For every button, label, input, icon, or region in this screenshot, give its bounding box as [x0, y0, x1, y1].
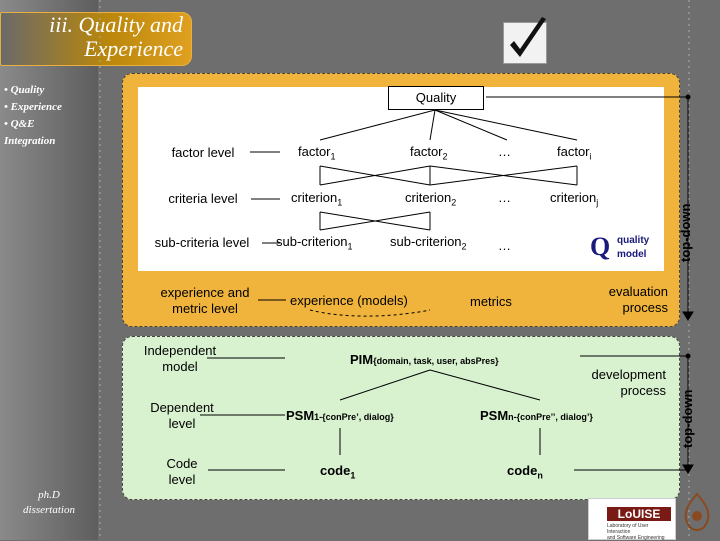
quality-model-label: quality model: [617, 234, 649, 262]
criterion-2-node: criterion2: [405, 190, 456, 208]
bullet-list: • Quality • Experience • Q&E Integration: [4, 82, 62, 150]
code-1-node: code1: [320, 463, 355, 481]
logo-caption-line1: Laboratory of User Interaction: [607, 523, 649, 535]
factor-ellipsis: …: [498, 144, 511, 159]
experience-models-node: experience (models): [290, 293, 408, 308]
psm-1-node: PSM1-{conPre’, dialog}: [286, 408, 394, 423]
factor-2-sub: 2: [442, 151, 448, 162]
pim-sub: {domain, task, user, absPres}: [373, 356, 499, 366]
factor-2-label: factor: [410, 144, 443, 159]
quality-root-node: Quality: [388, 86, 484, 110]
quality-model-line1: quality: [617, 235, 650, 246]
subcriterion-2-sub: 2: [461, 241, 467, 252]
dependent-line2: level: [168, 416, 196, 431]
code-1-label: code: [320, 463, 351, 478]
factor-1-label: factor: [298, 144, 331, 159]
subcriteria-level-label: sub-criteria level: [154, 235, 250, 250]
development-line1: development: [591, 367, 666, 382]
subcriterion-1-sub: 1: [347, 241, 353, 252]
psm-n-node: PSMn-{conPre’’, dialog’}: [480, 408, 593, 423]
quality-model-icon: Q: [590, 232, 611, 261]
subcriterion-2-node: sub-criterion2: [390, 234, 467, 252]
subcriterion-ellipsis: …: [498, 238, 511, 253]
pim-label: PIM: [350, 352, 374, 367]
psm-1-sub: 1-{conPre’, dialog}: [314, 412, 394, 422]
factor-1-sub: 1: [330, 151, 336, 162]
criterion-2-label: criterion: [405, 190, 452, 205]
bullet-integration: Integration: [4, 135, 56, 147]
footer-line2: dissertation: [23, 504, 75, 516]
checkmark-icon: [503, 17, 547, 64]
experience-level-label: experience and metric level: [146, 285, 264, 317]
experience-level-line2: metric level: [172, 301, 238, 316]
criteria-level-label: criteria level: [168, 191, 238, 206]
logo-name: LoUISE: [607, 507, 671, 521]
code-line1: Code: [166, 456, 198, 471]
footer-note: ph.D dissertation: [2, 488, 96, 518]
psm-n-label: PSM: [480, 408, 509, 423]
topdown-upper-label: top-down: [678, 203, 693, 262]
quality-model-line2: model: [617, 249, 647, 260]
quality-hierarchy-area: [138, 87, 664, 271]
subcriterion-1-node: sub-criterion1: [276, 234, 353, 252]
dependent-line1: Dependent: [150, 400, 214, 415]
development-panel: [122, 336, 680, 500]
evaluation-line1: evaluation: [608, 284, 668, 299]
factor-i-label: factor: [557, 144, 590, 159]
factor-2-node: factor2: [410, 144, 448, 162]
evaluation-line2: process: [622, 300, 668, 315]
code-n-node: coden: [507, 463, 543, 481]
logo-caption: Laboratory of User Interaction and Softw…: [607, 523, 673, 541]
lousie-logo: LoUISE Laboratory of User Interaction an…: [588, 498, 676, 541]
independent-model-label: Independent model: [126, 343, 234, 375]
criterion-1-sub: 1: [337, 197, 343, 208]
slide-title-line2: Experience: [84, 36, 183, 61]
code-n-label: code: [507, 463, 538, 478]
pim-node: PIM{domain, task, user, absPres}: [350, 352, 499, 367]
independent-line2: model: [162, 359, 198, 374]
footer-line1: ph.D: [38, 489, 60, 501]
metrics-node: metrics: [470, 294, 512, 309]
slide-title: iii. Quality and Experience: [49, 13, 183, 61]
experience-level-line1: experience and: [160, 285, 250, 300]
bullet-qe: • Q&E: [4, 118, 35, 130]
bullet-experience: • Experience: [4, 101, 62, 113]
criterion-j-sub: j: [596, 197, 599, 208]
logo-caption-line2: and Software Engineering: [607, 535, 665, 541]
topdown-lower-label: top-down: [680, 389, 695, 448]
code-level-label: Code level: [128, 456, 236, 488]
criterion-ellipsis: …: [498, 190, 511, 205]
factor-1-node: factor1: [298, 144, 336, 162]
dependent-level-label: Dependent level: [128, 400, 236, 432]
development-process-label: development process: [578, 367, 666, 399]
code-line2: level: [168, 472, 196, 487]
development-line2: process: [620, 383, 666, 398]
bullet-quality: • Quality: [4, 84, 45, 96]
subcriterion-1-label: sub-criterion: [276, 234, 348, 249]
factor-i-sub: i: [589, 151, 592, 162]
slide-title-box: iii. Quality and Experience: [0, 12, 192, 66]
code-n-sub: n: [537, 470, 543, 481]
sidebar: [0, 0, 98, 540]
quality-root-label: Quality: [415, 90, 457, 105]
code-1-sub: 1: [350, 470, 356, 481]
psm-n-sub: n-{conPre’’, dialog’}: [508, 412, 593, 422]
criterion-j-node: criterionj: [550, 190, 598, 208]
evaluation-process-label: evaluation process: [588, 284, 668, 316]
factor-level-label: factor level: [171, 145, 235, 160]
psm-1-label: PSM: [286, 408, 315, 423]
ornament-icon: [684, 492, 710, 531]
slide-title-line1: iii. Quality and: [49, 12, 183, 37]
criterion-2-sub: 2: [451, 197, 457, 208]
criterion-1-label: criterion: [291, 190, 338, 205]
criterion-j-label: criterion: [550, 190, 597, 205]
criterion-1-node: criterion1: [291, 190, 342, 208]
subcriterion-2-label: sub-criterion: [390, 234, 462, 249]
independent-line1: Independent: [143, 343, 217, 358]
factor-i-node: factori: [557, 144, 592, 162]
